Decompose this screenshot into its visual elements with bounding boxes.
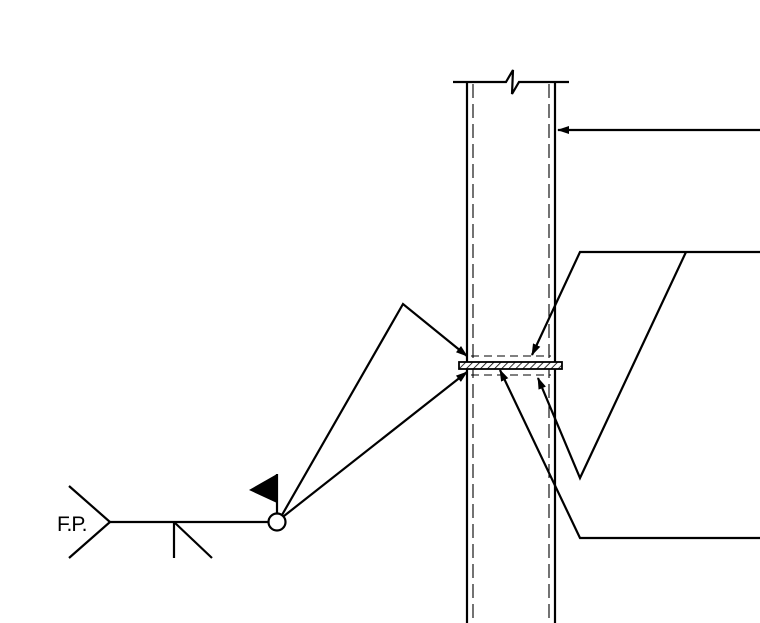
weld-all-around-circle-icon [267, 512, 287, 532]
weld-leader-upper [281, 302, 468, 516]
leader-plate-top [531, 250, 760, 356]
cap-plate [458, 355, 563, 376]
weld-symbol-tail-icon [68, 485, 112, 559]
column [465, 82, 557, 623]
fillet-weld-symbol-icon [172, 521, 213, 559]
break-line-icon [453, 69, 569, 95]
field-weld-flag-icon [249, 474, 279, 513]
leader-plate-bottom [499, 369, 760, 540]
leader-plate-underside [536, 251, 687, 481]
plate-section [458, 361, 563, 370]
weld-leader-lower [283, 371, 468, 517]
field-process-label: F.P. [57, 513, 86, 536]
